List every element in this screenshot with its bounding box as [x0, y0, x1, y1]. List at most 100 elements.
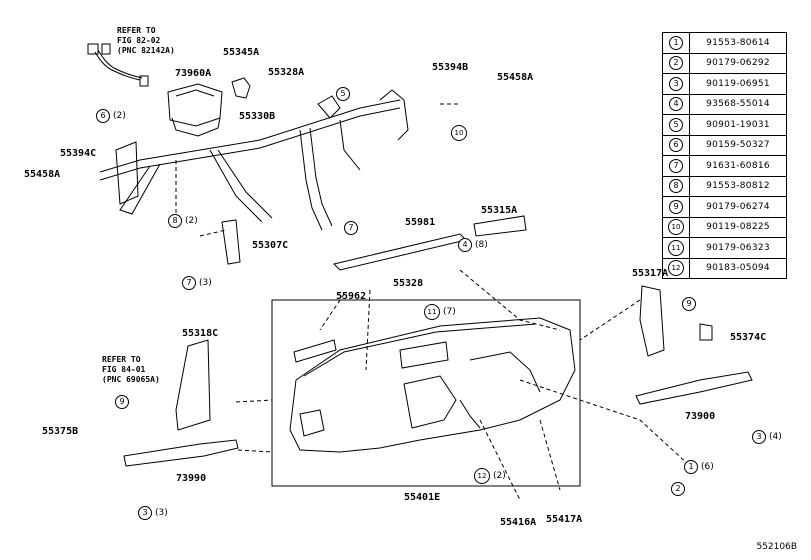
legend-row: 11 90179-06323 — [662, 237, 787, 259]
callout-qty: (2) — [493, 471, 506, 481]
legend-row: 8 91553-80812 — [662, 175, 787, 197]
legend-row: 6 90159-50327 — [662, 134, 787, 156]
legend-row: 7 91631-60816 — [662, 155, 787, 177]
legend-number: 10 — [668, 219, 684, 236]
callout-qty: (2) — [185, 216, 198, 226]
callout-8: 8(2) — [168, 214, 198, 228]
callout-number: 9 — [115, 395, 129, 409]
callout-7-bottom: 7(3) — [182, 276, 212, 290]
legend-part-number: 91553-80614 — [689, 32, 787, 54]
legend-part-number: 91631-60816 — [689, 155, 787, 177]
legend-number-cell: 1 — [662, 32, 690, 54]
part-label-55315a: 55315A — [481, 205, 518, 216]
legend-number-cell: 10 — [662, 216, 690, 238]
part-label-55330b: 55330B — [239, 111, 276, 122]
callout-number: 4 — [458, 238, 472, 252]
duct-55315a-drawing — [473, 215, 527, 237]
side-panel-55318c-drawing — [175, 339, 211, 431]
legend-part-number: 90119-08225 — [689, 216, 787, 238]
legend-part-number: 90159-50327 — [689, 134, 787, 156]
cover-strip-55981-drawing — [333, 233, 467, 271]
legend-part-number: 90179-06323 — [689, 237, 787, 259]
part-label-55458a-left: 55458A — [24, 169, 61, 180]
legend-row: 12 90183-05094 — [662, 257, 787, 279]
legend-row: 5 90901-19031 — [662, 114, 787, 136]
callout-11: 11(7) — [424, 304, 456, 320]
callout-number: 5 — [336, 87, 350, 101]
knee-airbag-73990-drawing — [123, 439, 239, 467]
callout-3-right: 3(4) — [752, 430, 782, 444]
part-label-55374c: 55374C — [730, 332, 767, 343]
callout-number: 12 — [474, 468, 490, 484]
glovebox-door-55317a-drawing — [639, 285, 665, 357]
legend-part-number: 90119-06951 — [689, 73, 787, 95]
callout-10: 10 — [451, 125, 470, 141]
legend-row: 10 90119-08225 — [662, 216, 787, 238]
callout-number: 10 — [451, 125, 467, 141]
callout-1: 1(6) — [684, 460, 714, 474]
legend-part-number: 91553-80812 — [689, 175, 787, 197]
note-refer-fig-82-02: REFER TO FIG 82-02 (PNC 82142A) — [117, 26, 175, 55]
part-label-55307c: 55307C — [252, 240, 289, 251]
legend-part-number: 90183-05094 — [689, 257, 787, 279]
legend-number: 8 — [669, 179, 683, 194]
part-label-55962: 55962 — [336, 291, 367, 302]
callout-number: 6 — [96, 109, 110, 123]
callout-number: 9 — [682, 297, 696, 311]
bracket-55374c-drawing — [699, 323, 713, 341]
callout-4: 4(8) — [458, 238, 488, 252]
legend-number: 1 — [669, 35, 683, 50]
legend-number: 4 — [669, 97, 683, 112]
callout-qty: (7) — [443, 307, 456, 317]
legend-number: 7 — [669, 158, 683, 173]
callout-number: 3 — [138, 506, 152, 520]
part-label-55417a: 55417A — [546, 514, 583, 525]
callout-2: 2 — [671, 482, 688, 496]
callout-qty: (6) — [701, 462, 714, 472]
bracket-55307c-drawing — [221, 219, 241, 265]
legend-number-cell: 5 — [662, 114, 690, 136]
legend-number: 5 — [669, 117, 683, 132]
callout-number: 8 — [168, 214, 182, 228]
callout-9-right: 9 — [682, 297, 699, 311]
callout-number: 1 — [684, 460, 698, 474]
legend-number: 6 — [669, 138, 683, 153]
legend-row: 1 91553-80614 — [662, 32, 787, 54]
legend-part-number: 90901-19031 — [689, 114, 787, 136]
legend-number: 9 — [669, 199, 683, 214]
callout-number: 2 — [671, 482, 685, 496]
part-label-55981: 55981 — [405, 217, 436, 228]
legend-part-number: 93568-55014 — [689, 93, 787, 115]
callout-6: 6(2) — [96, 109, 126, 123]
legend-number: 3 — [669, 76, 683, 91]
legend-part-number: 90179-06292 — [689, 52, 787, 74]
legend-number-cell: 4 — [662, 93, 690, 115]
callout-qty: (4) — [769, 432, 782, 442]
legend-number-cell: 3 — [662, 73, 690, 95]
callout-qty: (3) — [199, 278, 212, 288]
legend-number: 11 — [668, 239, 684, 256]
part-label-55345a: 55345A — [223, 47, 260, 58]
legend-row: 4 93568-55014 — [662, 93, 787, 115]
legend-number-cell: 2 — [662, 52, 690, 74]
callout-qty: (3) — [155, 508, 168, 518]
part-label-55394c: 55394C — [60, 148, 97, 159]
legend-number-cell: 12 — [662, 257, 690, 279]
note-refer-fig-84-01: REFER TO FIG 84-01 (PNC 69065A) — [102, 355, 160, 384]
part-label-55328: 55328 — [393, 278, 424, 289]
legend-number-cell: 6 — [662, 134, 690, 156]
diagram-id: 552106B — [756, 542, 797, 552]
part-label-55416a: 55416A — [500, 517, 537, 528]
part-label-55328a: 55328A — [268, 67, 305, 78]
callout-number: 3 — [752, 430, 766, 444]
reinforcement-beam-drawing — [99, 89, 409, 231]
part-label-55458a-top: 55458A — [497, 72, 534, 83]
legend-number-cell: 11 — [662, 237, 690, 259]
callout-7-top: 7 — [344, 221, 361, 235]
wire-harness-drawing — [87, 43, 149, 87]
part-label-55401e: 55401E — [404, 492, 441, 503]
callout-number: 7 — [182, 276, 196, 290]
legend-number: 12 — [668, 260, 684, 277]
